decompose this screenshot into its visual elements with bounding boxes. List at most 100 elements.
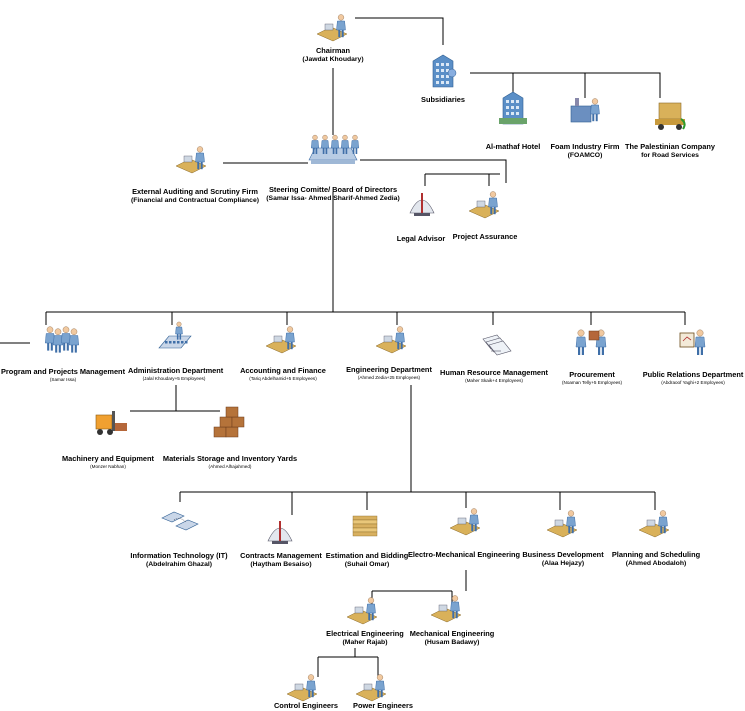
person-at-desk-icon — [346, 597, 378, 625]
materials-sub: (Ahmed Alhajahmed) — [208, 463, 252, 469]
estimation-sub: (Suhail Omar) — [344, 560, 390, 568]
engineering-title: Engineering Department — [346, 365, 432, 374]
boxes-icon — [213, 406, 245, 438]
scales-icon — [409, 193, 435, 216]
node-power: Power Engineers — [348, 701, 418, 711]
accounting-sub: (Tariq Abdelhamid+5 Employees) — [249, 375, 317, 381]
electrical-title: Electrical Engineering — [326, 629, 404, 638]
contracts-sub: (Haytham Besaiso) — [250, 560, 312, 568]
node-program: Program and Projects Management (Samar I… — [1, 367, 126, 382]
node-planning: Planning and Scheduling (Ahmed Abodaloh) — [608, 550, 704, 567]
scales-icon — [267, 521, 293, 544]
node-hr: Human Resource Management (Maher Skaik+4… — [440, 368, 549, 383]
business-sub: (Alaa Hejazy) — [541, 559, 585, 567]
palestinian-sub: for Road Services — [641, 151, 699, 159]
telephone-icon — [161, 511, 199, 531]
node-materials: Materials Storage and Inventory Yards (A… — [160, 454, 300, 469]
person-at-desk-icon — [546, 510, 578, 538]
it-title: Information Technology (IT) — [130, 551, 228, 560]
node-estimation: Estimation and Bidding (Suhail Omar) — [322, 551, 412, 568]
mechanical-title: Mechanical Engineering — [409, 629, 495, 638]
people-with-box-icon — [575, 329, 607, 355]
foamco-title: Foam Industry Firm — [550, 142, 620, 151]
person-at-desk-icon — [449, 508, 481, 536]
external-title: External Auditing and Scrutiny Firm — [132, 187, 258, 196]
program-sub: (Samar Issa) — [49, 376, 77, 382]
chairman-title: Chairman — [315, 46, 351, 55]
contracts-title: Contracts Management — [240, 551, 322, 560]
node-procurement: Procurement (Noaman Telly+5 Employees) — [552, 370, 632, 385]
pr-sub: (Abdraoof Yaghi+2 Employees) — [661, 379, 725, 385]
node-electromech: Electro-Mechanical Engineering — [404, 550, 524, 560]
node-contracts: Contracts Management (Haytham Besaiso) — [236, 551, 326, 568]
person-at-desk-icon — [316, 14, 348, 42]
planning-sub: (Ahmed Abodaloh) — [625, 559, 687, 567]
person-at-desk-icon — [175, 146, 207, 174]
accounting-title: Accounting and Finance — [240, 366, 326, 375]
steering-title: Steering Comitte/ Board of Directors — [268, 185, 398, 194]
group-of-people-icon — [44, 326, 80, 353]
node-mechanical: Mechanical Engineering (Husam Badawy) — [404, 629, 500, 646]
program-title: Program and Projects Management — [1, 367, 126, 376]
presenter-board-icon — [679, 329, 706, 355]
paper-stack-icon — [352, 515, 378, 537]
planning-title: Planning and Scheduling — [611, 550, 701, 559]
person-at-desk-icon — [265, 326, 297, 354]
machinery-title: Machinery and Equipment — [62, 454, 154, 463]
node-engineering: Engineering Department (Ahmed Zedia+25 E… — [344, 365, 434, 380]
electrical-sub: (Maher Rajab) — [342, 638, 388, 646]
node-electrical: Electrical Engineering (Maher Rajab) — [320, 629, 410, 646]
forklift-icon — [95, 411, 127, 435]
admin-sub: (Jalal Khoudary+5 Employees) — [142, 375, 206, 381]
electromech-title: Electro-Mechanical Engineering — [407, 550, 521, 559]
admin-title: Administration Department — [128, 366, 224, 375]
person-at-desk-icon — [468, 191, 500, 219]
engineering-sub: (Ahmed Zedia+25 Employees) — [357, 374, 421, 380]
procurement-sub: (Noaman Telly+5 Employees) — [561, 379, 623, 385]
person-at-desk-icon — [286, 674, 318, 702]
node-foamco: Foam Industry Firm (FOAMCO) — [545, 142, 625, 159]
hr-title: Human Resource Management — [440, 368, 549, 377]
it-sub: (Abdelrahim Ghazal) — [145, 560, 213, 568]
subsidiaries-title: Subsidiaries — [421, 95, 465, 104]
building-icon — [432, 54, 457, 88]
keyboard-icon — [158, 321, 192, 349]
node-control: Control Engineers — [270, 701, 342, 711]
node-it: Information Technology (IT) (Abdelrahim … — [128, 551, 230, 568]
legal-title: Legal Advisor — [396, 234, 446, 243]
steering-sub: (Samar Issa- Ahmed Sharif-Ahmed Zedia) — [266, 194, 400, 202]
person-at-desk-icon — [355, 674, 387, 702]
node-admin: Administration Department (Jalal Khoudar… — [128, 366, 224, 381]
node-business: Business Development (Alaa Hejazy) — [518, 550, 608, 567]
node-subsidiaries: Subsidiaries — [408, 95, 478, 105]
node-machinery: Machinery and Equipment (Monzer Nabhan) — [60, 454, 156, 469]
delivery-truck-icon — [655, 102, 686, 130]
meeting-table-icon — [308, 134, 360, 164]
machinery-sub: (Monzer Nabhan) — [90, 463, 126, 469]
chairman-sub: (Jawdat Khoudary) — [302, 55, 364, 63]
procurement-title: Procurement — [569, 370, 615, 379]
node-palestinian: The Palestinian Company for Road Service… — [618, 142, 722, 159]
pr-title: Public Relations Department — [642, 370, 744, 379]
node-pr: Public Relations Department (Abdraoof Ya… — [642, 370, 744, 385]
person-at-desk-icon — [375, 326, 407, 354]
person-at-desk-icon — [638, 510, 670, 538]
connector-lines — [0, 17, 686, 677]
foamco-sub: (FOAMCO) — [567, 151, 603, 159]
assurance-title: Project Assurance — [452, 232, 518, 241]
person-at-desk-icon — [430, 595, 462, 623]
hr-sub: (Maher Skaik+4 Employees) — [465, 377, 523, 383]
node-legal: Legal Advisor — [390, 234, 452, 244]
hotel-building-icon — [499, 91, 527, 125]
external-sub: (Financial and Contractual Compliance) — [130, 196, 260, 204]
estimation-title: Estimation and Bidding — [325, 551, 409, 560]
node-external: External Auditing and Scrutiny Firm (Fin… — [120, 187, 270, 204]
materials-title: Materials Storage and Inventory Yards — [162, 454, 298, 463]
factory-icon — [570, 98, 600, 123]
power-title: Power Engineers — [353, 701, 413, 710]
control-title: Control Engineers — [273, 701, 339, 710]
node-accounting: Accounting and Finance (Tariq Abdelhamid… — [238, 366, 328, 381]
node-chairman: Chairman (Jawdat Khoudary) — [293, 46, 373, 63]
node-steering: Steering Comitte/ Board of Directors (Sa… — [258, 185, 408, 202]
